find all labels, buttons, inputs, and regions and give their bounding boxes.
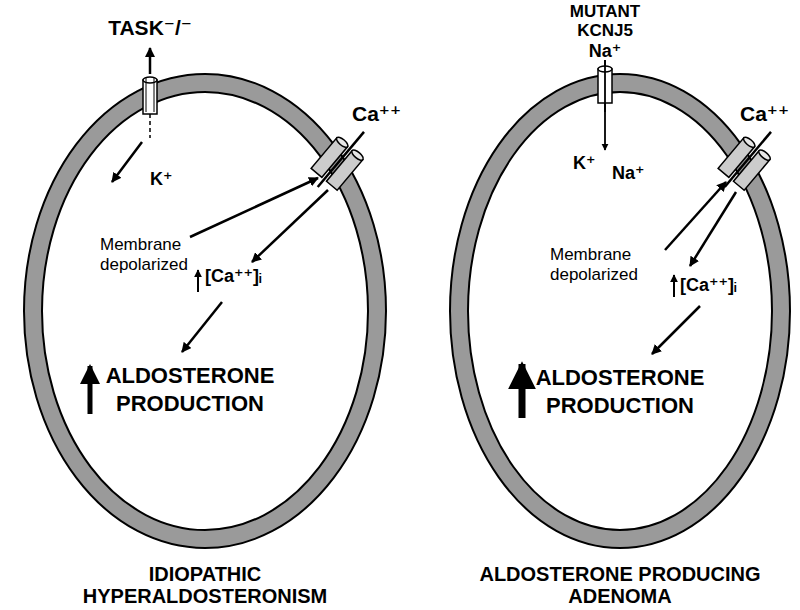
text-label: Na⁺ xyxy=(612,162,645,184)
text-label: [Ca⁺⁺]ᵢ xyxy=(680,274,737,296)
potassium-channel xyxy=(143,77,157,114)
text-label: ALDOSTERONE PRODUCTION xyxy=(106,362,275,418)
text-label: Ca⁺⁺ xyxy=(352,102,401,126)
text-label: IDIOPATHIC HYPERALDOSTERONISM xyxy=(40,563,370,607)
text-label: K⁺ xyxy=(150,168,173,190)
text-label: TASK⁻/⁻ xyxy=(108,16,192,40)
cell-body: K⁺ Na⁺ Membrane depolarized [Ca⁺⁺]ᵢALDOSTER… xyxy=(448,72,792,550)
calcium-channel xyxy=(712,121,784,198)
text-label: K⁺ xyxy=(573,152,596,174)
text-label: Membrane depolarized xyxy=(550,245,638,285)
text-label: ALDOSTERONE PRODUCTION xyxy=(536,364,705,420)
text-label: Membrane depolarized xyxy=(100,235,188,275)
text-label: [Ca⁺⁺]ᵢ xyxy=(205,265,262,287)
text-label: Ca⁺⁺ xyxy=(740,102,789,126)
text-label: Na⁺ xyxy=(589,40,622,62)
calcium-channel xyxy=(305,121,377,198)
potassium-channel xyxy=(598,60,612,112)
cell-membrane xyxy=(22,72,388,550)
cell-membrane xyxy=(448,72,792,550)
text-label: ALDOSTERONE PRODUCING ADENOMA xyxy=(455,563,785,607)
text-label: MUTANT KCNJ5 xyxy=(570,2,641,40)
cell-body: K⁺ Membrane depolarized [Ca⁺⁺]ᵢALDOSTERONE… xyxy=(22,72,388,550)
